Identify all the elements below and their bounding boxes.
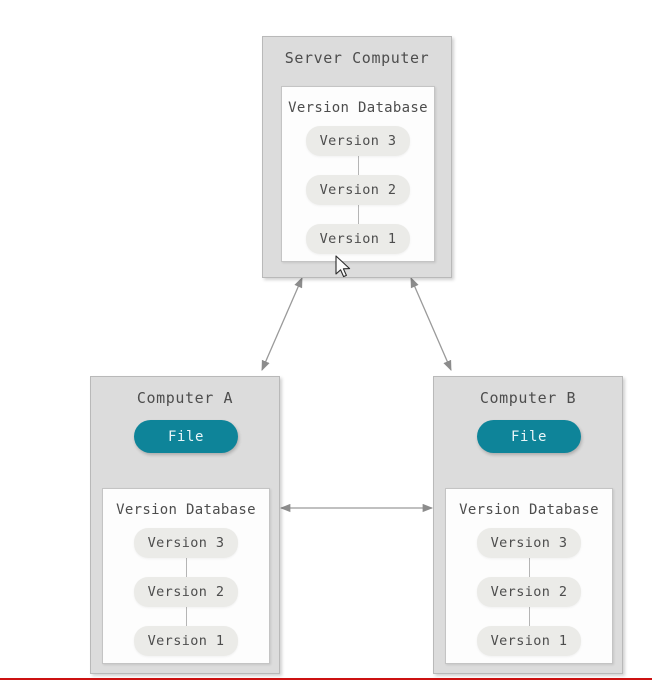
arrow-server-to-computer-a <box>261 277 303 371</box>
computer-a-box[interactable]: Computer A File Version Database Version… <box>90 376 280 674</box>
computer-a-title: Computer A <box>136 389 234 407</box>
version-link <box>185 607 187 626</box>
computer-b-version-database-panel[interactable]: Version Database Version 3 Version 2 Ver… <box>445 488 613 664</box>
arrow-server-to-computer-b <box>410 277 452 371</box>
version-pill[interactable]: Version 2 <box>134 577 238 607</box>
version-pill[interactable]: Version 3 <box>134 528 238 558</box>
server-computer-box[interactable]: Server Computer Version Database Version… <box>262 36 452 278</box>
computer-a-file-label: File <box>167 428 205 445</box>
version-pill[interactable]: Version 3 <box>306 126 410 156</box>
computer-b-title: Computer B <box>479 389 577 407</box>
computer-b-file-pill[interactable]: File <box>477 420 581 453</box>
version-link <box>528 558 530 577</box>
computer-a-version-stack: Version 3 Version 2 Version 1 <box>103 528 269 656</box>
version-pill[interactable]: Version 1 <box>306 224 410 254</box>
version-link <box>357 156 359 175</box>
server-version-database-panel[interactable]: Version Database Version 3 Version 2 Ver… <box>281 86 435 262</box>
version-pill[interactable]: Version 2 <box>306 175 410 205</box>
bottom-divider-rule <box>0 678 652 680</box>
computer-b-version-database-title: Version Database <box>459 502 599 518</box>
server-version-database-title: Version Database <box>288 100 428 116</box>
version-pill[interactable]: Version 3 <box>477 528 581 558</box>
version-pill[interactable]: Version 2 <box>477 577 581 607</box>
version-pill[interactable]: Version 1 <box>134 626 238 656</box>
computer-a-version-database-panel[interactable]: Version Database Version 3 Version 2 Ver… <box>102 488 270 664</box>
server-version-stack: Version 3 Version 2 Version 1 <box>282 126 434 254</box>
version-link <box>357 205 359 224</box>
version-link <box>185 558 187 577</box>
server-computer-title: Server Computer <box>284 49 430 67</box>
version-pill[interactable]: Version 1 <box>477 626 581 656</box>
computer-b-file-label: File <box>510 428 548 445</box>
computer-b-box[interactable]: Computer B File Version Database Version… <box>433 376 623 674</box>
version-link <box>528 607 530 626</box>
computer-b-version-stack: Version 3 Version 2 Version 1 <box>446 528 612 656</box>
computer-a-file-pill[interactable]: File <box>134 420 238 453</box>
computer-a-version-database-title: Version Database <box>116 502 256 518</box>
